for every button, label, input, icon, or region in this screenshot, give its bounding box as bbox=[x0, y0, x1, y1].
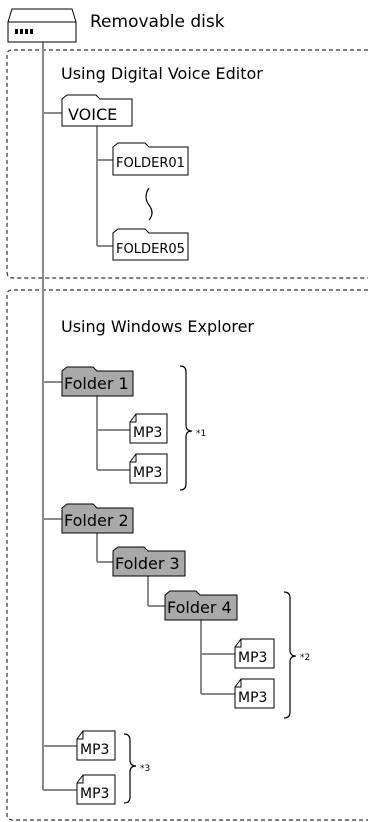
explorer-section-title: Using Windows Explorer bbox=[61, 317, 254, 336]
mp3-file-icon bbox=[234, 678, 275, 709]
folder-icon bbox=[61, 503, 134, 534]
disk-label: Removable disk bbox=[90, 12, 225, 32]
folder-icon bbox=[112, 546, 186, 577]
note-2: *2 bbox=[300, 653, 310, 663]
brace-3 bbox=[123, 733, 137, 804]
mp3-file-icon bbox=[129, 453, 168, 484]
folder-icon bbox=[61, 366, 134, 397]
mp3-label: MP3 bbox=[238, 690, 267, 706]
mp3-file-icon bbox=[234, 638, 275, 669]
removable-disk-icon bbox=[7, 8, 77, 43]
note-1: *1 bbox=[196, 429, 206, 439]
folder4-label: Folder 4 bbox=[167, 598, 232, 617]
folder-icon bbox=[164, 590, 238, 621]
folder01-label: FOLDER01 bbox=[116, 156, 185, 171]
folder1-label: Folder 1 bbox=[64, 374, 129, 393]
mp3-label: MP3 bbox=[80, 786, 109, 802]
mp3-label: MP3 bbox=[80, 742, 109, 758]
mp3-label: MP3 bbox=[238, 650, 267, 666]
folder3-label: Folder 3 bbox=[115, 554, 180, 573]
brace-1 bbox=[179, 365, 193, 491]
folder2-label: Folder 2 bbox=[64, 511, 129, 530]
folder-icon bbox=[112, 228, 189, 261]
folder-icon bbox=[61, 94, 133, 127]
mp3-file-icon bbox=[76, 774, 116, 805]
voice-folder-label: VOICE bbox=[68, 105, 117, 124]
folder05-label: FOLDER05 bbox=[116, 242, 185, 257]
mp3-file-icon bbox=[129, 413, 168, 444]
explorer-section-box bbox=[6, 289, 368, 821]
mp3-label: MP3 bbox=[133, 465, 162, 481]
note-3: *3 bbox=[140, 764, 150, 774]
mp3-label: MP3 bbox=[133, 425, 162, 441]
dve-section-title: Using Digital Voice Editor bbox=[61, 64, 263, 83]
brace-2 bbox=[283, 591, 297, 719]
mp3-file-icon bbox=[76, 730, 116, 761]
folder-icon bbox=[112, 142, 189, 176]
dve-section-box bbox=[6, 49, 368, 279]
continuation-mark bbox=[145, 187, 153, 221]
